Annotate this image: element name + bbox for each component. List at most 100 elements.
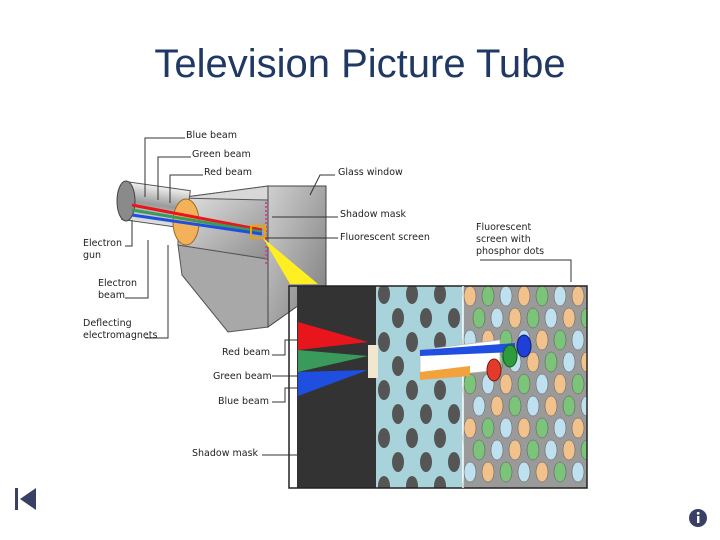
skip-back-icon <box>15 488 36 510</box>
phosphor-dot <box>544 307 558 329</box>
tube-neck-end <box>116 180 136 222</box>
label-red-beam-top: Red beam <box>204 167 252 178</box>
screen-hole <box>434 476 446 488</box>
phosphor-dot <box>553 461 567 483</box>
leader-electron-beam <box>125 240 149 299</box>
screen-hole <box>392 356 404 376</box>
orange-beam <box>420 366 470 380</box>
phosphor-dot <box>499 417 513 439</box>
phosphor-dot <box>535 417 549 439</box>
screen-hole <box>392 452 404 472</box>
back-button[interactable] <box>12 486 38 512</box>
label-electron-gun: Electron gun <box>83 238 125 261</box>
screen-hole <box>406 476 418 488</box>
phosphor-dot <box>481 417 495 439</box>
screen-hole <box>406 286 418 304</box>
phosphor-dot <box>508 307 522 329</box>
phosphor-dot <box>499 461 513 483</box>
screen-hole <box>420 452 432 472</box>
label-blue-beam-top: Blue beam <box>186 130 237 141</box>
phosphor-dot <box>562 395 576 417</box>
phosphor-dot <box>526 351 540 373</box>
beam-through-mask <box>368 345 378 378</box>
screen-hole <box>406 380 418 400</box>
leader-phosphor-dots <box>480 259 572 282</box>
phosphor-dot <box>517 461 531 483</box>
phosphor-dot <box>499 286 513 307</box>
info-button[interactable] <box>688 508 708 528</box>
phosphor-dot <box>517 286 531 307</box>
phosphor-dots <box>463 286 587 483</box>
leader-electron-gun <box>125 220 133 247</box>
phosphor-dot <box>571 417 585 439</box>
phosphor-dot <box>481 286 495 307</box>
leader-green-beam-top <box>157 156 191 200</box>
phosphor-dot <box>544 439 558 461</box>
phosphor-dot <box>508 439 522 461</box>
leader-red-beam-top <box>169 174 203 203</box>
beam-green-inside <box>131 208 263 234</box>
screen-hole <box>392 404 404 424</box>
phosphor-dot <box>463 373 477 395</box>
lit-green-dot <box>502 344 518 368</box>
phosphor-dot <box>553 373 567 395</box>
phosphor-dot <box>463 461 477 483</box>
phosphor-dot <box>544 395 558 417</box>
screen-hole <box>448 308 460 328</box>
leader-blue-beam-top <box>144 137 185 197</box>
detail-border <box>288 285 588 489</box>
info-icon <box>689 509 707 527</box>
screen-hole <box>434 428 446 448</box>
phosphor-dot <box>562 351 576 373</box>
phosphor-dot <box>490 307 504 329</box>
phosphor-dot <box>562 439 576 461</box>
leader-deflecting <box>145 245 169 339</box>
phosphor-dot <box>472 307 486 329</box>
phosphor-dot <box>472 395 486 417</box>
label-fluorescent-screen: Fluorescent screen <box>340 232 430 243</box>
magnification-wedge <box>263 238 318 284</box>
label-green-beam-bottom: Green beam <box>213 371 272 382</box>
phosphor-dot <box>571 373 585 395</box>
phosphor-dot <box>526 395 540 417</box>
leader-glass-window <box>309 174 335 196</box>
phosphor-dot <box>553 417 567 439</box>
phosphor-dot <box>508 395 522 417</box>
label-shadow-mask-bottom: Shadow mask <box>192 448 259 459</box>
leader-blue-beam-bottom <box>272 387 298 403</box>
phosphor-dot <box>553 286 567 307</box>
picture-tube <box>116 180 327 333</box>
green-beam-cone <box>298 350 368 372</box>
phosphor-dot <box>535 286 549 307</box>
label-deflecting-electromagnets: Deflecting electromagnets <box>83 318 157 341</box>
screen-holes <box>378 286 464 488</box>
leader-red-beam-bottom <box>272 339 298 356</box>
blue-beam-stream <box>420 343 515 356</box>
red-beam-cone <box>298 322 368 350</box>
phosphor-dot <box>472 439 486 461</box>
screen-hole <box>392 308 404 328</box>
phosphor-dot <box>571 329 585 351</box>
phosphor-dot <box>535 461 549 483</box>
phosphor-dot <box>499 373 513 395</box>
phosphor-dot <box>562 307 576 329</box>
phosphor-dot <box>580 439 587 461</box>
leader-lines <box>125 137 572 456</box>
phosphor-dot <box>580 307 587 329</box>
label-red-beam-bottom: Red beam <box>222 347 270 358</box>
phosphor-dot <box>517 373 531 395</box>
phosphor-dot <box>517 417 531 439</box>
detail-view <box>288 285 588 489</box>
beam-red-inside <box>131 203 263 232</box>
screen-hole <box>448 404 460 424</box>
label-blue-beam-bottom: Blue beam <box>218 396 269 407</box>
phosphor-dot <box>535 329 549 351</box>
label-shadow-mask-top: Shadow mask <box>340 209 407 220</box>
phosphor-dot <box>571 286 585 307</box>
phosphor-dot <box>553 329 567 351</box>
lit-blue-dot <box>516 334 532 358</box>
screen-hole <box>378 286 390 304</box>
phosphor-dot <box>481 461 495 483</box>
screen-hole <box>378 428 390 448</box>
